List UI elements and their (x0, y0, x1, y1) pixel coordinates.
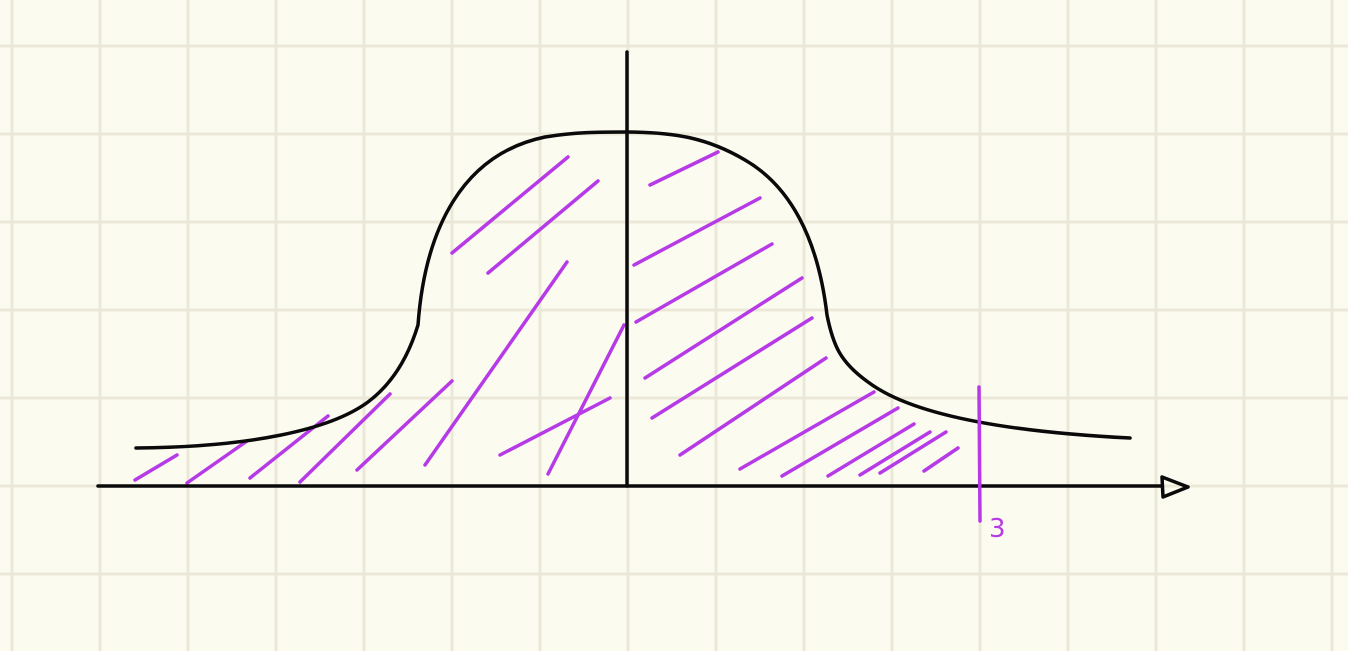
hatch-stroke (486, 179, 600, 275)
hatch-stroke (648, 150, 720, 187)
hatch-stroke (650, 316, 814, 420)
hatch-stroke (878, 430, 948, 475)
hatch-stroke (185, 439, 249, 485)
x-axis-marker-tick (977, 385, 982, 523)
hatch-stroke (678, 356, 828, 457)
hatch-stroke (546, 323, 626, 476)
hatch-stroke (298, 392, 392, 484)
hatch-stroke (826, 422, 916, 478)
hatch-stroke (423, 260, 569, 467)
hatch-stroke (355, 379, 454, 472)
hatch-stroke (133, 453, 179, 482)
x-axis-marker-label: 3 (989, 514, 1006, 544)
hatch-stroke (738, 390, 876, 471)
x-axis-arrowhead (1160, 475, 1190, 499)
hatch-stroke (632, 196, 762, 267)
hatch-stroke (780, 406, 900, 478)
hatch-stroke (634, 242, 774, 324)
bell-curve (134, 130, 1132, 450)
shaded-region-hatching (133, 150, 960, 485)
hatch-stroke (858, 430, 932, 477)
hatch-stroke (643, 276, 804, 380)
hatch-stroke (450, 155, 570, 255)
hatch-stroke (498, 396, 612, 457)
hatch-stroke (922, 446, 960, 473)
